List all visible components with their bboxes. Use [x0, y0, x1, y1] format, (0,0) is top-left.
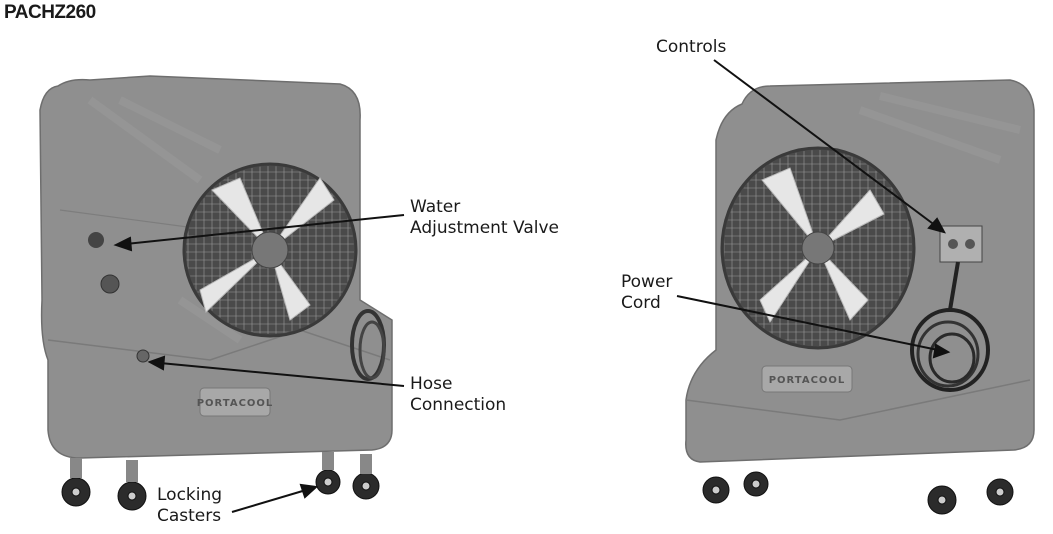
- label-power-cord: Power Cord: [621, 272, 672, 314]
- model-title: PACHZ260: [4, 2, 96, 23]
- label-line: Power: [621, 272, 673, 292]
- label-line: Locking: [157, 485, 223, 505]
- label-locking-casters: Locking Casters: [157, 485, 222, 527]
- label-line: Adjustment Valve: [410, 218, 559, 238]
- label-water-adjustment-valve: Water Adjustment Valve: [410, 197, 559, 239]
- label-line: Connection: [410, 395, 507, 415]
- right-brand-plate: [761, 365, 853, 393]
- water-valve-knob: [88, 232, 104, 248]
- label-line: Water: [410, 197, 461, 217]
- left-brand-plate: [199, 387, 271, 417]
- right-cooler-unit: PORTACOOL: [685, 79, 1035, 515]
- right-brand-text: PORTACOOL: [769, 375, 846, 386]
- left-fan-blades: [199, 177, 335, 321]
- label-line: Cord: [621, 293, 661, 313]
- label-line: Hose: [410, 374, 453, 394]
- label-controls: Controls: [656, 37, 726, 58]
- left-brand-text: PORTACOOL: [197, 398, 274, 409]
- control-box: [939, 225, 983, 263]
- right-casters: [702, 471, 1014, 515]
- left-cooler-unit: PORTACOOL: [39, 75, 393, 511]
- hose-connection-port: [136, 349, 150, 363]
- left-casters: [61, 452, 380, 511]
- label-line: Casters: [157, 506, 222, 526]
- callout-arrows: [113, 59, 951, 513]
- label-line: Controls: [656, 37, 727, 57]
- label-hose-connection: Hose Connection: [410, 374, 506, 416]
